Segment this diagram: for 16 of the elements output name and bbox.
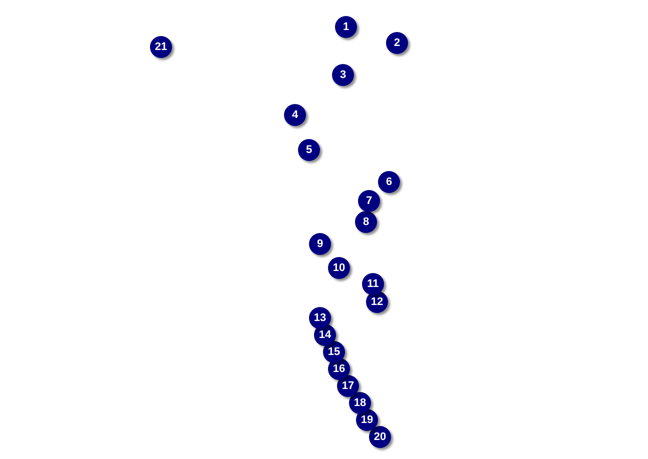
callout-number: 2 <box>386 32 408 54</box>
callout-number: 21 <box>150 36 172 58</box>
callout-number: 4 <box>284 104 306 126</box>
callout-number: 3 <box>332 64 354 86</box>
callout-number: 13 <box>309 307 331 329</box>
callout-number: 6 <box>378 171 400 193</box>
callout-number: 9 <box>309 233 331 255</box>
callout-number: 8 <box>355 211 377 233</box>
callout-number: 7 <box>358 190 380 212</box>
callout-number: 18 <box>349 392 371 414</box>
callout-number: 5 <box>298 139 320 161</box>
callout-number: 10 <box>328 257 350 279</box>
callout-number: 20 <box>369 426 391 448</box>
callout-number: 1 <box>335 16 357 38</box>
callout-number: 11 <box>362 273 384 295</box>
callout-number: 12 <box>366 291 388 313</box>
